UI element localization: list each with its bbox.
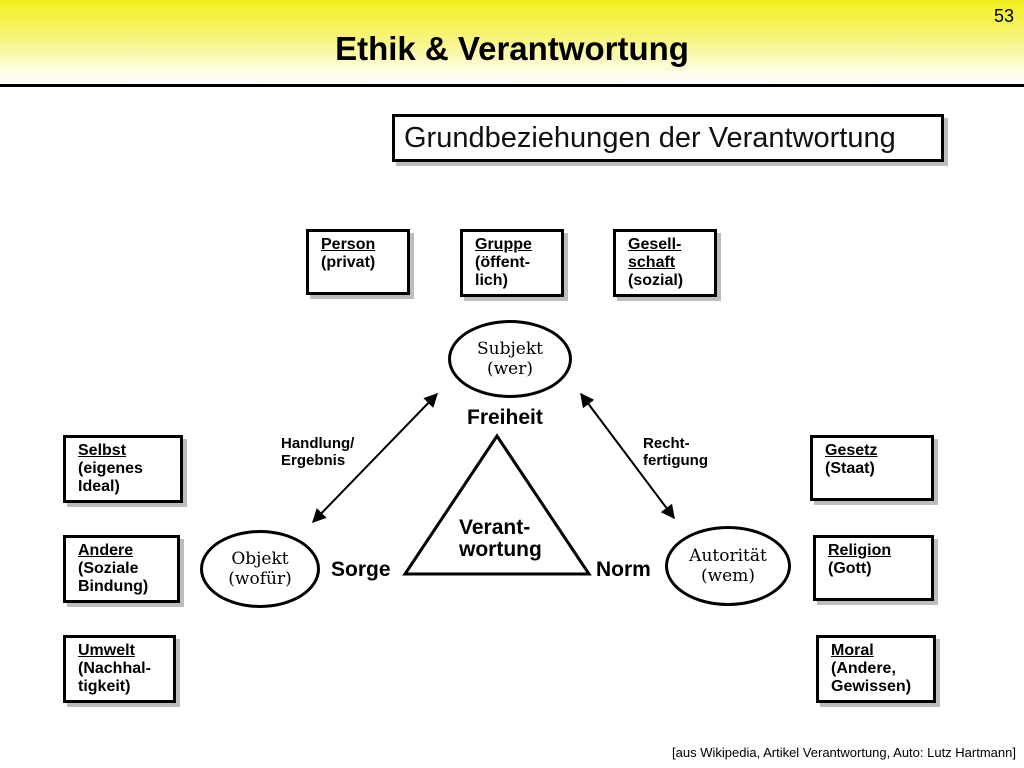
box-detail: (sozial) (628, 272, 684, 289)
concept-norm: Norm (596, 558, 651, 581)
subject-box-person: Person (privat) (306, 229, 410, 295)
slide-header: 53 Ethik & Verantwortung (0, 0, 1024, 84)
object-box-umwelt: Umwelt (Nachhal- tigkeit) (63, 635, 176, 703)
page-title: Ethik & Verantwortung (335, 30, 689, 67)
center-label-verantwortung: Verant- wortung (459, 516, 542, 561)
authority-box-religion: Religion (Gott) (813, 535, 934, 601)
box-title: Religion (828, 542, 892, 559)
responsibility-triangle (402, 433, 592, 576)
box-title: Gesetz (825, 442, 878, 459)
authority-box-moral: Moral (Andere, Gewissen) (816, 635, 936, 703)
edge-label-rechtfertigung: Recht- fertigung (643, 435, 708, 469)
object-box-selbst: Selbst (eigenes Ideal) (63, 435, 183, 503)
box-detail: (Staat) (825, 460, 875, 477)
box-title: Selbst (78, 442, 127, 459)
box-detail: (Soziale Bindung) (78, 560, 149, 595)
authority-box-gesetz: Gesetz (Staat) (810, 435, 934, 501)
subject-box-gesellschaft: Gesell- schaft (sozial) (613, 229, 717, 297)
source-citation: [aus Wikipedia, Artikel Verantwortung, A… (672, 745, 1016, 760)
box-title: Person (321, 236, 376, 253)
box-detail: (öffent- lich) (475, 254, 531, 289)
box-detail: (eigenes Ideal) (78, 460, 143, 495)
edge-label-handlung: Handlung/ Ergebnis (281, 435, 355, 469)
header-divider (0, 84, 1024, 87)
box-detail: (privat) (321, 254, 376, 271)
node-subjekt: Subjekt (wer) (448, 320, 572, 398)
box-title: Andere (78, 542, 134, 559)
box-title: Gesell- schaft (628, 236, 682, 271)
page-number: 53 (993, 6, 1014, 26)
box-title: Gruppe (475, 236, 532, 253)
box-detail: (Andere, Gewissen) (831, 660, 912, 695)
arrow-subjekt-autoritaet (580, 392, 675, 520)
box-title: Umwelt (78, 642, 135, 659)
diagram-title-box: Grundbeziehungen der Verantwortung (392, 114, 944, 162)
subject-box-gruppe: Gruppe (öffent- lich) (460, 229, 564, 297)
object-box-andere: Andere (Soziale Bindung) (63, 535, 180, 603)
node-objekt: Objekt (wofür) (200, 530, 320, 608)
box-title: Moral (831, 642, 874, 659)
box-detail: (Gott) (828, 560, 872, 577)
concept-sorge: Sorge (331, 558, 391, 581)
arrow-subjekt-objekt (312, 392, 438, 524)
box-detail: (Nachhal- tigkeit) (78, 660, 151, 695)
node-autoritaet: Autorität (wem) (665, 526, 791, 606)
concept-freiheit: Freiheit (467, 406, 543, 429)
diagram-title: Grundbeziehungen der Verantwortung (404, 122, 896, 154)
